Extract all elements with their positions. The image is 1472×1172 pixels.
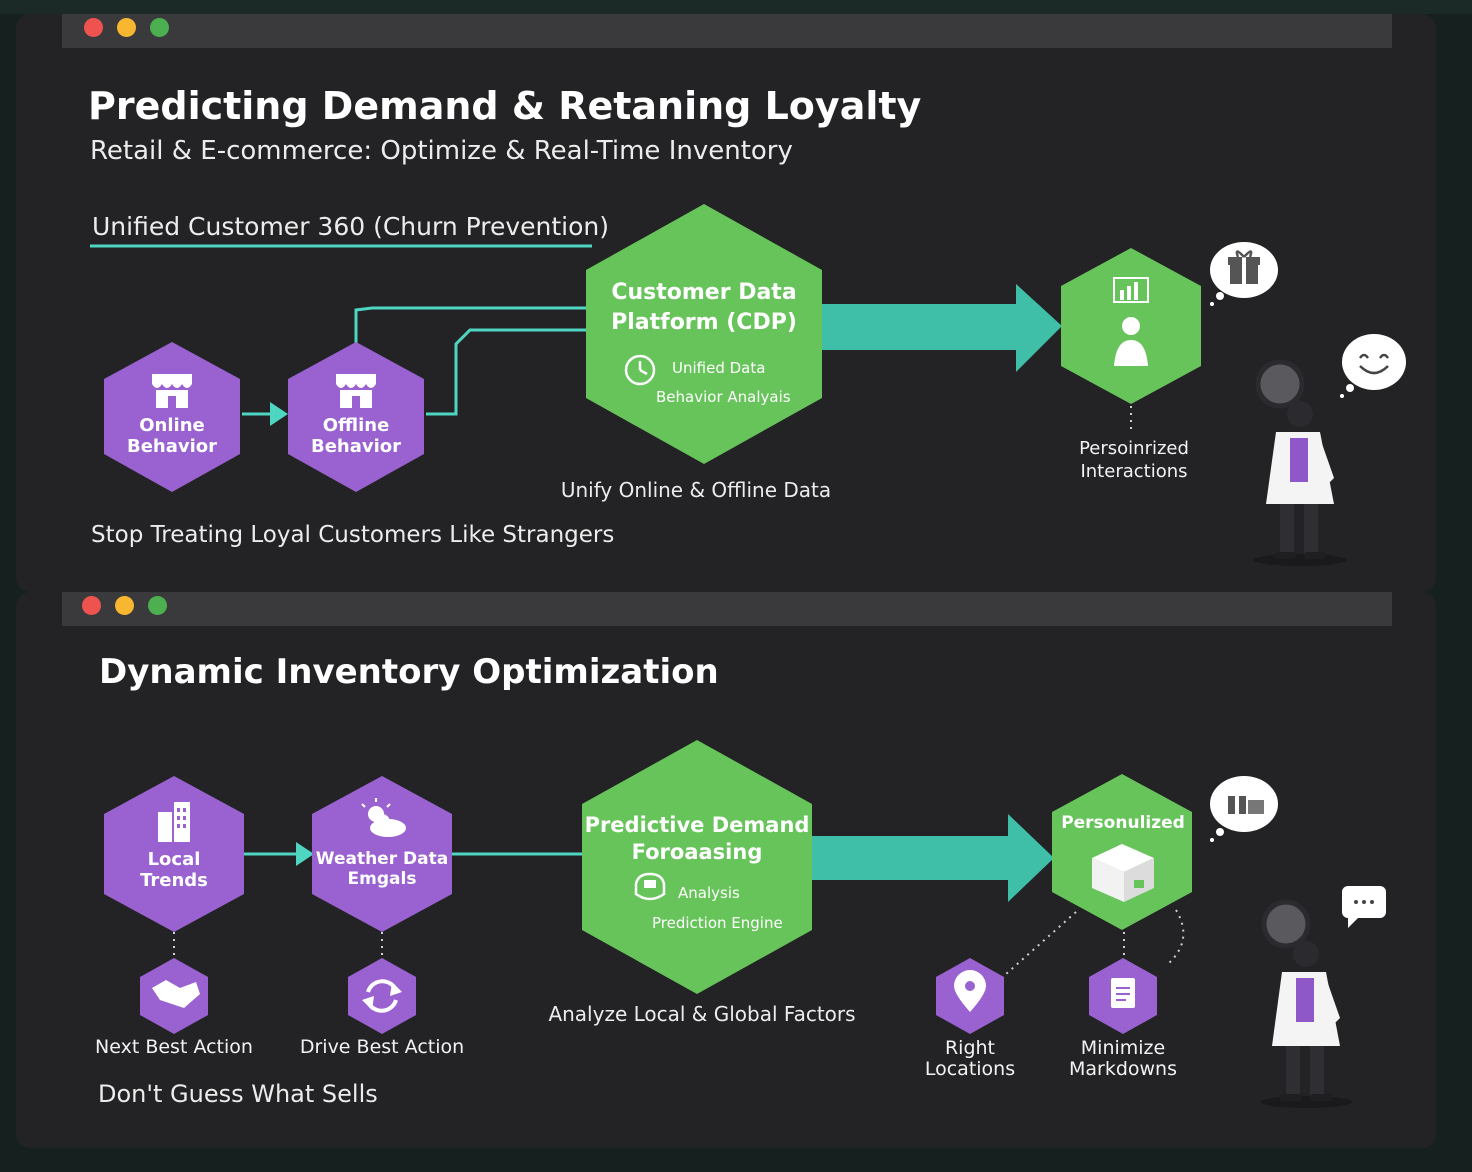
personalized-interactions-label: Persoinrized Interactions (1056, 438, 1212, 483)
predictive-detail1: Analysis (678, 884, 740, 902)
gift-box-icon (1228, 790, 1264, 814)
document-icon (1111, 978, 1135, 1008)
predictive-line2: Foroaasing (631, 840, 763, 865)
inventory-diagram (104, 740, 1386, 1108)
clock-icon (624, 354, 656, 386)
weather-data-label: Weather Data Emgals (312, 849, 452, 889)
minimize-line1: Minimize (1080, 1037, 1166, 1059)
gift-icon (1228, 250, 1260, 284)
predictive-line1: Predictive Demand (584, 813, 810, 837)
personalized-label: Personulized (1061, 813, 1185, 833)
hex-predictive-demand[interactable] (582, 740, 812, 994)
personalized-line2: Interactions (1080, 460, 1188, 482)
section-title: Dynamic Inventory Optimization (99, 652, 719, 692)
hex-drive-best-action[interactable] (348, 958, 416, 1034)
weather-icon (361, 798, 406, 837)
local-line1: Local (147, 849, 201, 870)
cdp-detail1: Unified Data (672, 359, 766, 377)
user-chart-icon (1113, 277, 1149, 366)
dotted-connector (1005, 911, 1077, 975)
hex-offline-behavior[interactable] (288, 342, 424, 492)
top-strip (0, 0, 1472, 14)
panel-loyalty: Predicting Demand & Retaning Loyalty Ret… (16, 14, 1436, 592)
gift-bubble (1210, 242, 1278, 306)
right-locations-line2: Locations (924, 1057, 1016, 1080)
drive-best-action-label: Drive Best Action (299, 1036, 465, 1058)
arrow-predictive-personalized (812, 814, 1054, 902)
close-window-button[interactable] (82, 596, 101, 615)
scientist-figure (1254, 359, 1346, 566)
refresh-icon (362, 979, 402, 1013)
offline-behavior-label: Offline Behavior (296, 415, 416, 457)
connector-offline-top (354, 306, 586, 344)
panel-inventory: Dynamic Inventory Optimization (16, 592, 1436, 1148)
cdp-label: Customer Data Platform (CDP) (594, 278, 814, 337)
minimize-window-button[interactable] (115, 596, 134, 615)
right-locations-line1: Right (944, 1037, 996, 1059)
arrowhead-local-weather (296, 842, 314, 866)
minimize-markdowns-label: Minimize Markdowns (1058, 1038, 1188, 1080)
maximize-window-button[interactable] (150, 18, 169, 37)
close-window-button[interactable] (84, 18, 103, 37)
arrowhead-online-offline (270, 402, 288, 426)
weather-line2: Emgals (347, 868, 417, 889)
location-pin-icon (954, 970, 986, 1012)
hex-online-behavior[interactable] (104, 342, 240, 492)
cdp-detail: Unified Data Behavior Analyais (656, 354, 806, 411)
panel1-footer: Stop Treating Loyal Customers Like Stran… (91, 522, 615, 548)
loyalty-diagram (90, 204, 1406, 566)
personalized-line1: Persoinrized (1079, 438, 1189, 459)
cdp-detail2: Behavior Analyais (656, 387, 791, 406)
cdp-line1: Customer Data (611, 280, 797, 305)
hex-weather-data[interactable] (312, 776, 452, 932)
predictive-caption: Analyze Local & Global Factors (548, 1002, 856, 1026)
offline-line2: Behavior (310, 435, 402, 457)
hex-local-trends[interactable] (104, 776, 244, 932)
panel2-footer: Don't Guess What Sells (98, 1080, 378, 1108)
hex-cdp[interactable] (586, 204, 822, 464)
weather-line1: Weather Data (315, 849, 449, 869)
section-heading: Unified Customer 360 (Churn Prevention) (92, 212, 610, 241)
smiley-icon (1358, 353, 1390, 375)
cdp-caption: Unify Online & Offline Data (560, 478, 832, 502)
right-locations-label: Right Locations (910, 1038, 1030, 1080)
dotted-connector (1167, 909, 1185, 965)
maximize-window-button[interactable] (148, 596, 167, 615)
minimize-window-button[interactable] (117, 18, 136, 37)
chat-icon (1354, 900, 1374, 904)
local-line2: Trends (140, 869, 208, 891)
minimize-line2: Markdowns (1068, 1057, 1178, 1080)
gift-box-bubble (1210, 776, 1278, 842)
cdp-line2: Platform (CDP) (611, 309, 797, 335)
window-titlebar (62, 14, 1392, 48)
online-line1: Online (139, 415, 205, 436)
page-subtitle: Retail & E-commerce: Optimize & Real-Tim… (90, 136, 793, 166)
smiley-bubble (1340, 334, 1406, 398)
local-trends-label: Local Trends (114, 849, 234, 891)
online-line2: Behavior (126, 435, 218, 457)
chip-icon (634, 872, 666, 901)
chat-bubble (1342, 886, 1386, 928)
window-titlebar (62, 592, 1392, 626)
scientist-figure (1260, 899, 1352, 1108)
storefront-icon (336, 374, 376, 408)
predictive-detail2: Prediction Engine (652, 914, 783, 932)
page-title: Predicting Demand & Retaning Loyalty (88, 84, 922, 128)
predictive-demand-label: Predictive Demand Foroaasing (582, 812, 812, 867)
online-behavior-label: Online Behavior (112, 415, 232, 457)
buildings-icon (158, 802, 190, 842)
box-icon (1092, 844, 1154, 902)
predictive-detail: Analysis Prediction Engine (652, 878, 802, 938)
connector-offline-bottom (426, 328, 586, 416)
offline-line1: Offline (322, 415, 390, 436)
arrow-cdp-personalized (822, 284, 1062, 372)
handshake-icon (152, 980, 200, 1008)
storefront-icon (152, 374, 192, 408)
next-best-action-label: Next Best Action (95, 1036, 253, 1058)
